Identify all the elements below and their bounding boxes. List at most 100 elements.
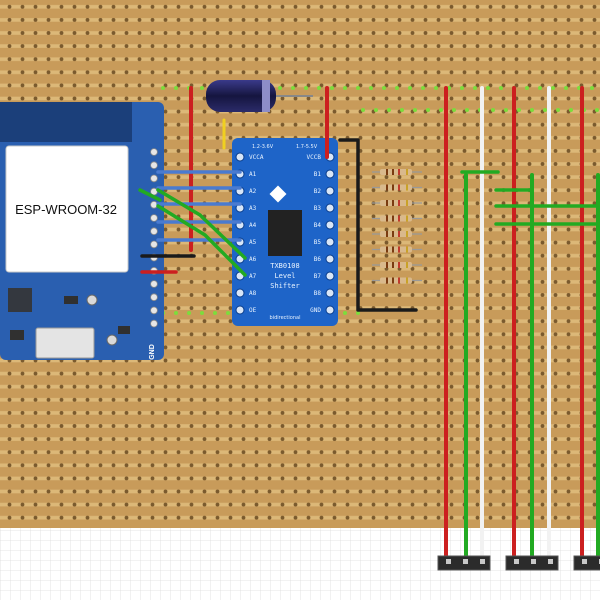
- connected-hole: [530, 108, 534, 112]
- connector-pin: [548, 559, 553, 564]
- connector-pin: [463, 559, 468, 564]
- chip-subtitle-2: Shifter: [270, 282, 300, 290]
- resistor-band: [386, 277, 388, 284]
- chip-title: TXB0108: [270, 262, 300, 270]
- resistor-band: [392, 277, 394, 284]
- ls-pin-label-right: B4: [314, 222, 322, 229]
- connected-hole: [543, 108, 547, 112]
- connected-hole: [590, 86, 594, 90]
- esp-header-pin: [150, 306, 158, 315]
- resistor-band: [406, 246, 408, 253]
- ls-pin-label-left: A6: [249, 256, 257, 263]
- connected-hole: [556, 108, 560, 112]
- resistor-band: [392, 184, 394, 191]
- ls-pin-left: [235, 152, 245, 162]
- adafruit-logo: [269, 185, 287, 203]
- resistor-band: [386, 169, 388, 175]
- wire: [338, 138, 418, 312]
- esp-header-pin: [150, 280, 158, 288]
- ls-pin-right: [325, 271, 335, 281]
- ls-pin-label-left: OE: [249, 307, 257, 314]
- connected-hole: [187, 311, 191, 315]
- connected-hole: [395, 86, 399, 90]
- connected-hole: [382, 86, 386, 90]
- connected-hole: [413, 108, 417, 112]
- resistor-band: [392, 169, 394, 175]
- esp-header-pin: [150, 227, 158, 236]
- connected-hole: [291, 86, 295, 90]
- connected-hole: [525, 86, 529, 90]
- connected-hole: [517, 108, 521, 112]
- esp-label: ESP-WROOM-32: [15, 202, 117, 217]
- connected-hole: [161, 86, 165, 90]
- resistor-band: [392, 231, 394, 237]
- connected-hole: [400, 108, 404, 112]
- esp-button-2[interactable]: [106, 334, 118, 346]
- esp-button-1[interactable]: [86, 294, 98, 306]
- resistor-band: [406, 262, 408, 268]
- ls-pin-left: [235, 305, 245, 315]
- ls-pin-label-left: A3: [249, 205, 257, 212]
- resistor-band: [398, 184, 400, 191]
- esp-header-pin: [150, 214, 158, 222]
- connected-hole: [330, 86, 334, 90]
- ls-pin-label-left: VCCA: [249, 154, 264, 161]
- electrolytic-capacitor[interactable]: [206, 80, 313, 112]
- connected-hole: [465, 108, 469, 112]
- ls-pin-label-right: VCCB: [307, 154, 322, 161]
- esp-smd-3: [10, 330, 24, 340]
- resistor-band: [386, 215, 388, 222]
- chip-footer: bidirectional: [270, 315, 301, 321]
- usb-port: [35, 327, 95, 359]
- gnd-label: GND: [149, 344, 156, 360]
- resistor-band: [406, 231, 408, 237]
- connected-hole: [343, 311, 347, 315]
- resistor-band: [398, 231, 400, 237]
- resistor-band: [406, 184, 408, 191]
- jumper-wires: [138, 86, 600, 562]
- resistor-band: [406, 200, 408, 206]
- ls-pin-right: [325, 237, 335, 247]
- connected-hole: [356, 311, 360, 315]
- ls-pin-label-left: A8: [249, 290, 257, 297]
- connected-hole: [356, 86, 360, 90]
- esp-shield: [5, 145, 129, 273]
- esp32-module[interactable]: ESP-WROOM-32 GND: [0, 102, 164, 360]
- resistor-band: [392, 262, 394, 268]
- ls-pin-label-right: B1: [314, 171, 322, 178]
- connected-hole: [174, 311, 178, 315]
- resistor-band: [398, 200, 400, 206]
- connector-pin: [480, 559, 485, 564]
- esp-header-pin: [150, 148, 158, 156]
- connector-row: [437, 555, 600, 571]
- ls-pin-label-right: B7: [314, 273, 322, 280]
- resistor-band: [386, 184, 388, 191]
- esp-header-pin: [150, 201, 158, 209]
- ls-pin-label-right: B3: [314, 205, 322, 212]
- level-shifter-module[interactable]: 1.2-3.6V 1.7-5.5V TXB0108 Level Shifter …: [232, 138, 338, 326]
- resistor-band: [392, 246, 394, 253]
- esp-header-pin: [150, 240, 158, 249]
- resistor-band: [406, 169, 408, 175]
- ls-pin-right: [325, 169, 335, 179]
- connected-hole: [317, 86, 321, 90]
- connected-hole: [460, 86, 464, 90]
- connected-hole: [304, 86, 308, 90]
- resistor-band: [398, 246, 400, 253]
- vccb-range-label: 1.7-5.5V: [296, 144, 318, 150]
- resistor-band: [386, 262, 388, 268]
- ls-pin-right: [325, 220, 335, 230]
- connected-hole: [491, 108, 495, 112]
- connected-hole: [200, 86, 204, 90]
- ls-pin-right: [325, 288, 335, 298]
- ls-pin-label-left: A7: [249, 273, 257, 280]
- connected-hole: [551, 86, 555, 90]
- wire: [156, 204, 247, 277]
- connector-pin: [514, 559, 519, 564]
- ls-pin-label-right: GND: [310, 307, 321, 314]
- connected-hole: [343, 86, 347, 90]
- esp-header-pin: [150, 293, 158, 302]
- resistor-band: [398, 277, 400, 284]
- resistor-band: [392, 215, 394, 222]
